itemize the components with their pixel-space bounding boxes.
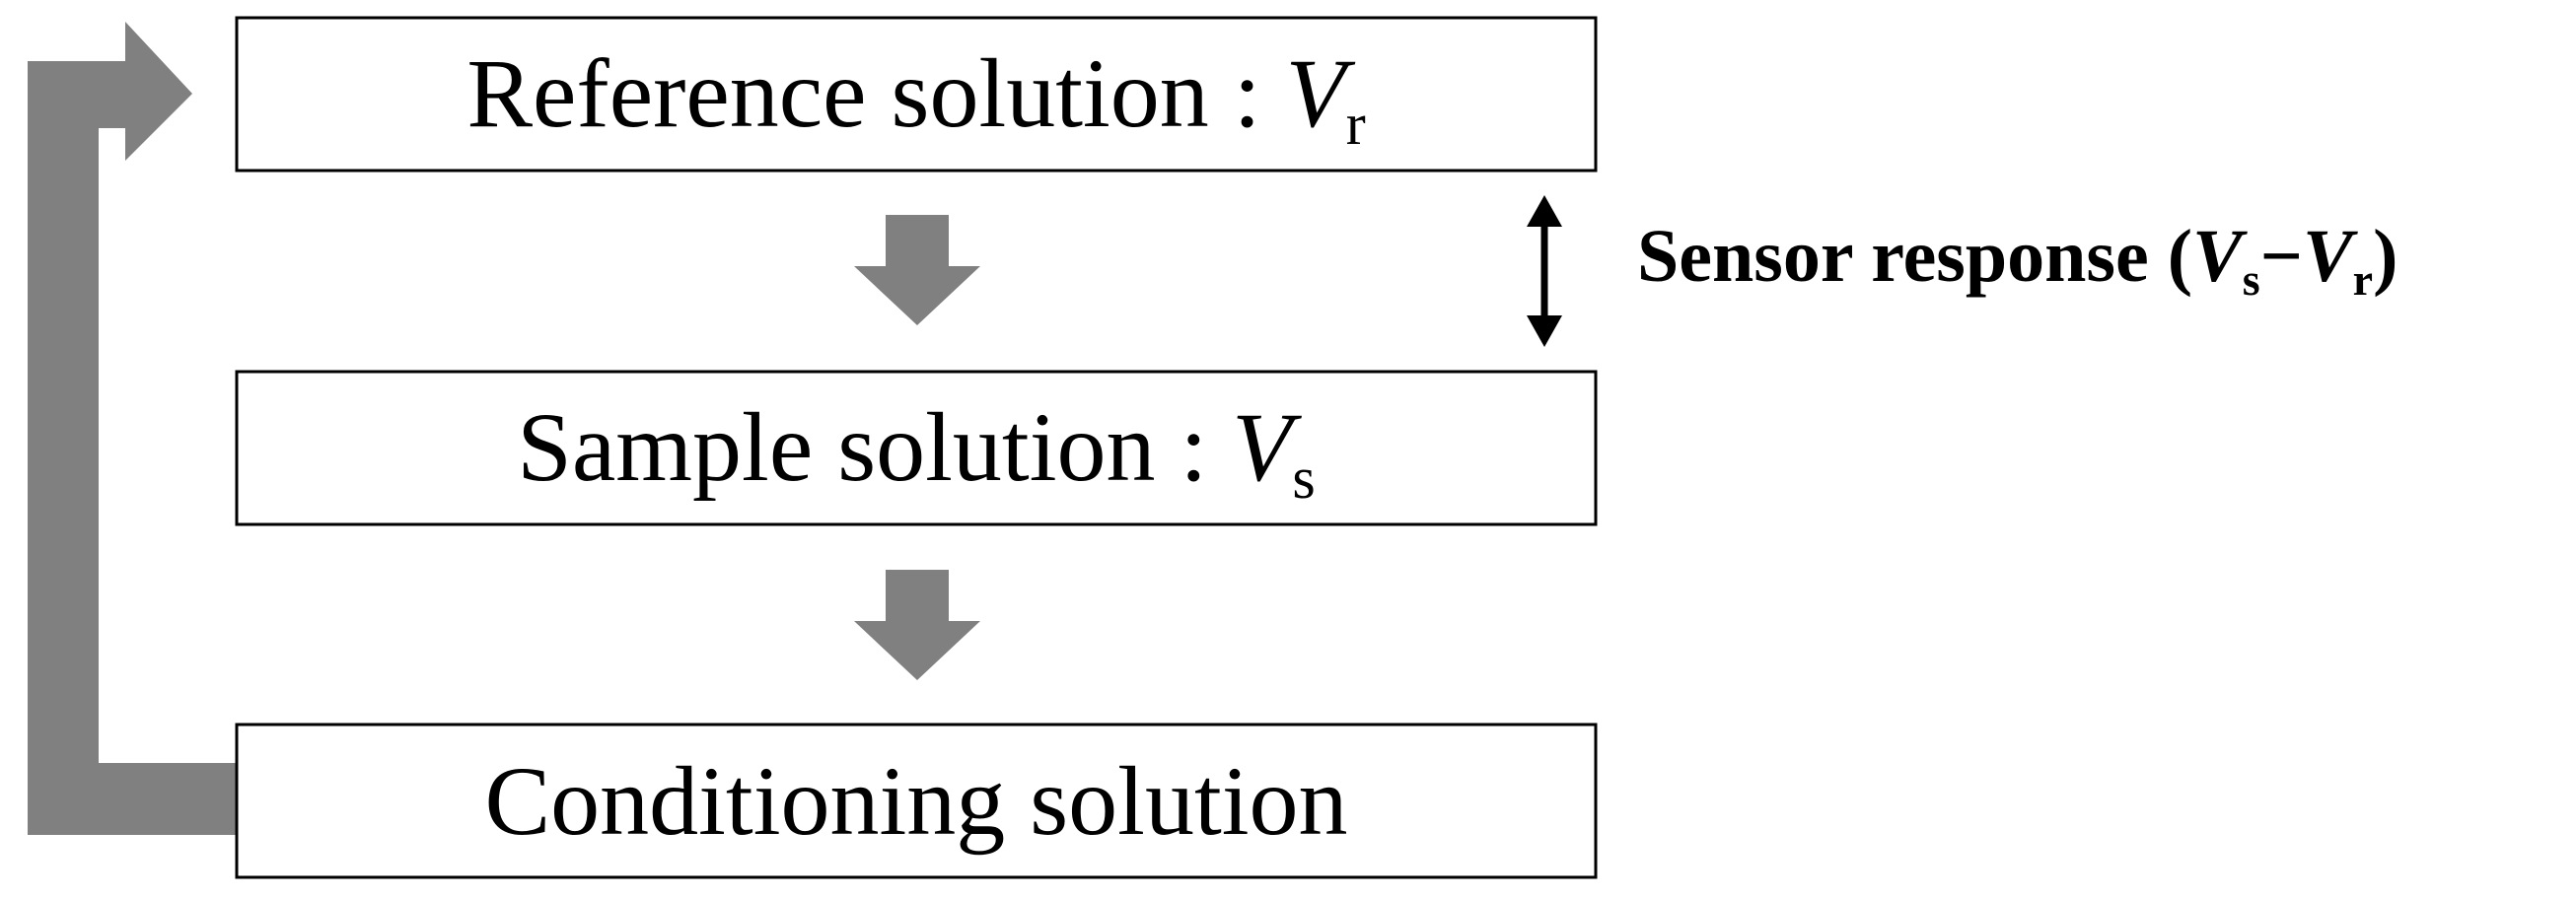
sensor-response-double-arrow <box>1527 195 1562 347</box>
sample-solution-box: Sample solution : Vs <box>235 370 1598 526</box>
conditioning-solution-box: Conditioning solution <box>235 723 1598 879</box>
flow-arrow-down-1 <box>854 215 980 325</box>
flow-arrow-down-2 <box>854 570 980 680</box>
sensor-response-label: Sensor response (Vs−Vr) <box>1637 215 2397 305</box>
return-loop-arrow <box>28 22 237 835</box>
sample-solution-label: Sample solution : Vs <box>517 392 1315 511</box>
reference-solution-box: Reference solution : Vr <box>235 16 1598 173</box>
reference-solution-label: Reference solution : Vr <box>466 38 1365 157</box>
conditioning-solution-label: Conditioning solution <box>484 746 1347 856</box>
